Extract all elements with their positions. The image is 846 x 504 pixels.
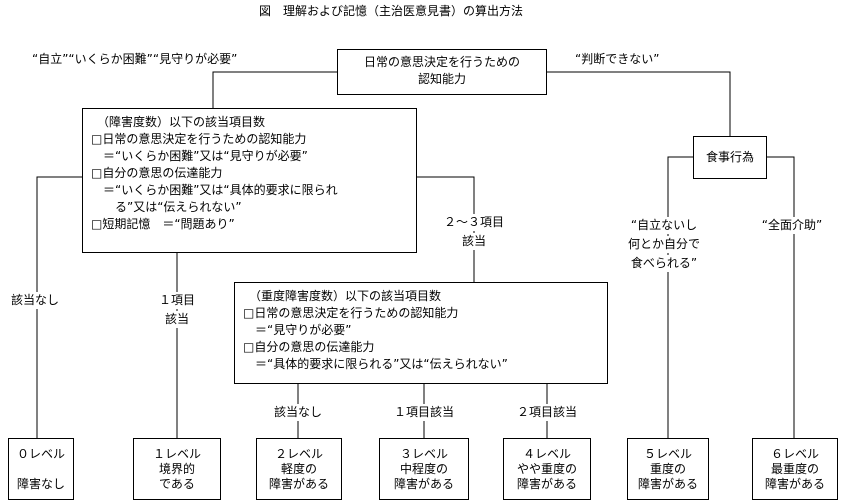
- box1-line: ＝“いくらか困難”又は“見守りが必要”: [91, 149, 308, 163]
- box1-line: □短期記憶 ＝“問題あり”: [91, 217, 235, 231]
- severe-disability-count-box: （重度障害度数）以下の該当項目数 □日常の意思決定を行うための認知能力 ＝“見守…: [234, 282, 608, 384]
- box2-branch-none: 該当なし: [258, 404, 338, 421]
- eating-branch-right: “全面介助”: [742, 217, 842, 234]
- level-desc: である: [159, 477, 195, 491]
- eating-branch-left-line1: “自立ないし: [604, 217, 724, 234]
- box2-line: ＝“具体的要求に限られる”又は“伝えられない”: [243, 357, 508, 371]
- level-desc: 障害なし: [16, 477, 65, 491]
- eating-label: 食事行為: [705, 150, 754, 164]
- level-desc: 重度の: [649, 462, 686, 476]
- edge-eating-right: [766, 156, 795, 438]
- branch-label-two-three-line1: ２～３項目: [432, 214, 516, 231]
- level-title: ３レベル: [399, 447, 448, 461]
- level-2-box: ２レベル 軽度の 障害がある: [256, 438, 342, 500]
- level-desc: 中程度の: [399, 462, 448, 476]
- edge-label-right: “判断できない”: [575, 52, 660, 66]
- eating-branch-left-line3: 食べられる”: [604, 255, 724, 272]
- box1-line: る”又は“伝えられない”: [91, 200, 242, 214]
- level-1-box: １レベル 境界的 である: [133, 438, 221, 500]
- branch-label-one-line1: １項目: [152, 292, 202, 309]
- box2-line: （重度障害度数）以下の該当項目数: [249, 289, 442, 303]
- branch-label-none: 該当なし: [9, 292, 62, 309]
- box2-line: □日常の意思決定を行うための認知能力: [243, 306, 459, 320]
- box2-branch-one: １項目該当: [379, 404, 469, 421]
- level-6-box: ６レベル 最重度の 障害がある: [752, 438, 838, 500]
- edge-box1-none: [36, 176, 82, 438]
- box2-line: □自分の意思の伝達能力: [243, 340, 375, 354]
- edge-root-to-eating: [546, 71, 731, 136]
- level-title: １レベル: [152, 447, 201, 461]
- root-line-2: 認知能力: [417, 72, 466, 86]
- level-desc: 境界的: [158, 462, 195, 476]
- eating-box: 食事行為: [693, 136, 767, 179]
- level-5-box: ５レベル 重度の 障害がある: [627, 438, 709, 500]
- level-title: ２レベル: [274, 447, 323, 461]
- level-desc: 軽度の: [280, 462, 317, 476]
- box1-line: □日常の意思決定を行うための認知能力: [91, 132, 307, 146]
- level-desc: 障害がある: [764, 477, 825, 491]
- diagram-title: 図 理解および記憶（主治医意見書）の算出方法: [259, 4, 524, 18]
- level-title: ６レベル: [770, 447, 819, 461]
- level-desc: [9, 462, 73, 477]
- branch-label-two-three-line2: 該当: [432, 233, 516, 250]
- edge-eating-left: [667, 156, 693, 438]
- root-line-1: 日常の意思決定を行うための: [363, 55, 520, 69]
- box1-line: （障害度数）以下の該当項目数: [97, 115, 266, 129]
- level-desc: 障害がある: [637, 477, 698, 491]
- level-3-box: ３レベル 中程度の 障害がある: [379, 438, 469, 500]
- box1-line: □自分の意思の伝達能力: [91, 166, 223, 180]
- level-4-box: ４レベル やや重度の 障害がある: [503, 438, 591, 500]
- disability-count-box: （障害度数）以下の該当項目数 □日常の意思決定を行うための認知能力 ＝“いくらか…: [82, 108, 417, 253]
- box1-line: ＝“いくらか困難”又は“具体的要求に限られ: [91, 183, 338, 197]
- level-desc: 障害がある: [268, 477, 329, 491]
- level-0-box: ０レベル 障害なし: [8, 438, 74, 500]
- edge-label-left: “自立”“いくらか困難”“見守りが必要”: [32, 52, 238, 66]
- root-decision-box: 日常の意思決定を行うための 認知能力: [337, 49, 547, 95]
- level-desc: 障害がある: [516, 477, 577, 491]
- eating-branch-left-line2: 何とか自分で: [604, 236, 724, 253]
- box2-branch-two: ２項目該当: [502, 404, 592, 421]
- level-desc: 最重度の: [770, 462, 819, 476]
- level-desc: やや重度の: [516, 462, 577, 476]
- branch-label-one-line2: 該当: [152, 311, 202, 328]
- level-title: ０レベル: [16, 447, 65, 461]
- edge-root-to-box1: [212, 71, 337, 108]
- level-title: ４レベル: [522, 447, 571, 461]
- level-desc: 障害がある: [393, 477, 454, 491]
- level-title: ５レベル: [643, 447, 692, 461]
- box2-line: ＝“見守りが必要”: [243, 323, 352, 337]
